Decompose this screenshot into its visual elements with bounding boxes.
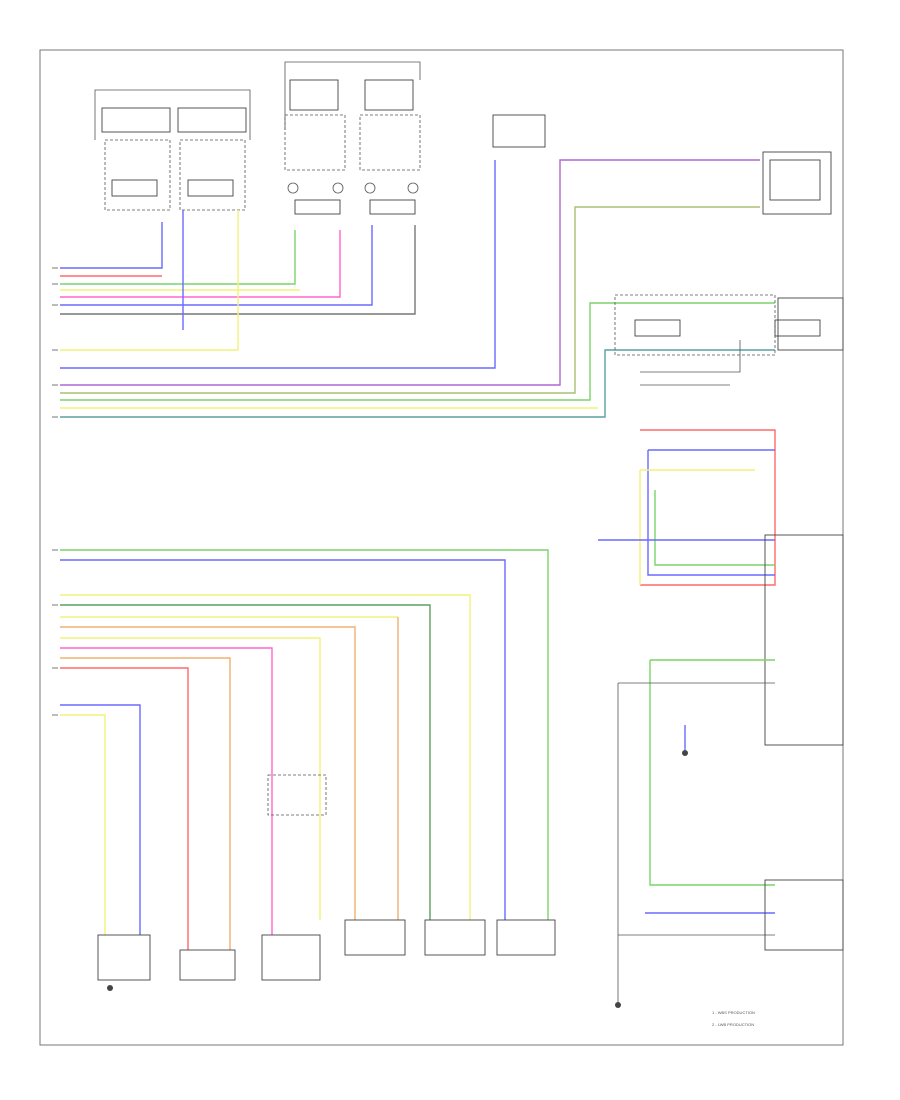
deploy-plug-2: [369, 199, 416, 215]
retractor-sensor-1: [111, 179, 158, 197]
retractor-group: [94, 89, 251, 211]
connector-pin-3: [364, 182, 376, 194]
passenger-seat-switch: [97, 934, 151, 981]
left-pin-column: [52, 267, 58, 716]
side-impact-sensor: [179, 949, 236, 981]
driver-belt-sensor: [762, 151, 832, 215]
passenger-belt-buckle: [764, 879, 844, 951]
retractor-module-1: [101, 107, 171, 133]
connector-pin-4: [407, 182, 419, 194]
ground-point-3: [682, 750, 688, 756]
deploy-module-2: [364, 79, 414, 111]
deployment-modules: [284, 61, 421, 215]
lower-components: [97, 774, 556, 981]
top-harness: [60, 159, 775, 418]
note-line-2: 2 - LWB PRODUCTION: [712, 1022, 755, 1027]
restraint-control-module: [764, 534, 844, 746]
ground-point-1: [107, 985, 113, 991]
connector-pin-1: [287, 182, 299, 194]
connector-pin-2: [332, 182, 344, 194]
passenger-airbag-1: [344, 919, 406, 956]
retractor-sensor-2: [187, 179, 234, 197]
belt-tension-sensor: [261, 934, 321, 981]
deploy-plug-1: [294, 199, 341, 215]
upper-module: [492, 114, 546, 148]
production-notes: 1 - WBS PRODUCTION 2 - LWB PRODUCTION: [712, 1010, 832, 1034]
occupant-sensor-wires: [598, 429, 776, 586]
driver-airbag: [496, 919, 556, 956]
passenger-airbag-2: [424, 919, 486, 956]
ground-point-2: [615, 1002, 621, 1008]
deploy-module-1: [289, 79, 339, 111]
diagram-frame: [39, 49, 844, 1046]
seat-position-sensor: [777, 297, 844, 351]
note-line-1: 1 - WBS PRODUCTION: [712, 1010, 755, 1015]
retractor-module-2: [177, 107, 247, 133]
bottom-harness: [60, 549, 549, 950]
